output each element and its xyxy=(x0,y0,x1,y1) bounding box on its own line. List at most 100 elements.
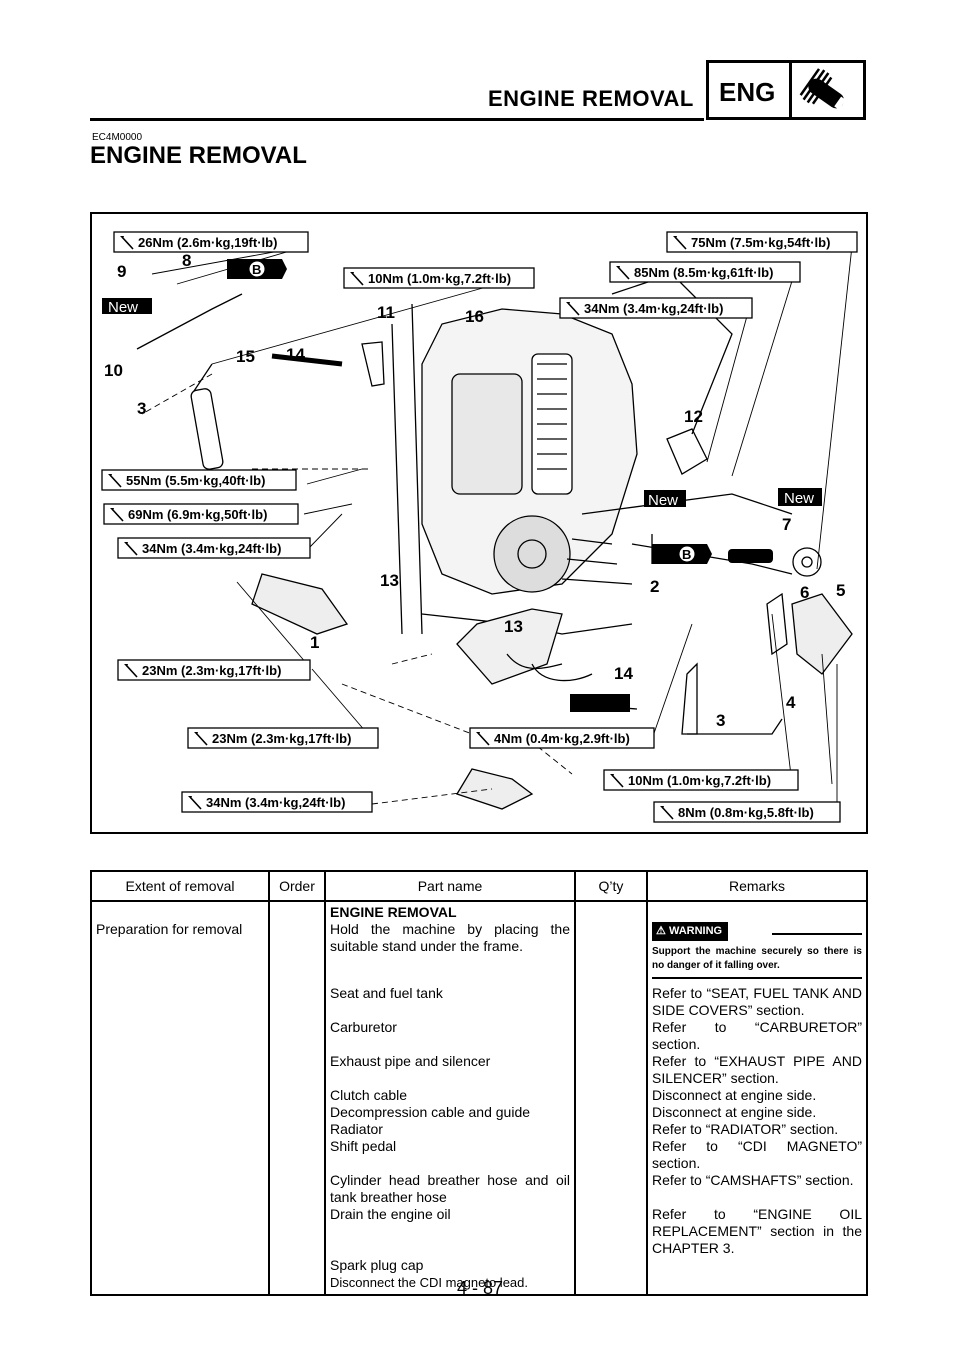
svg-text:75Nm (7.5m·kg,54ft·lb): 75Nm (7.5m·kg,54ft·lb) xyxy=(691,235,830,250)
svg-text:69Nm (6.9m·kg,50ft·lb): 69Nm (6.9m·kg,50ft·lb) xyxy=(128,507,267,522)
table-row: Shift pedal Refer to “CDI MAGNETO” sectio… xyxy=(90,1138,868,1172)
svg-text:15: 15 xyxy=(236,347,255,366)
torque-label-14: 8Nm (0.8m·kg,5.8ft·lb) xyxy=(653,801,841,823)
torque-label-9: 23Nm (2.3m·kg,17ft·lb) xyxy=(117,659,311,681)
part-cell: Drain the engine oil xyxy=(324,1206,576,1257)
svg-text:13: 13 xyxy=(380,571,399,590)
svg-text:13: 13 xyxy=(504,617,523,636)
svg-text:9: 9 xyxy=(117,262,126,281)
torque-label-5: 34Nm (3.4m·kg,24ft·lb) xyxy=(559,297,753,319)
leader-lines xyxy=(141,245,853,809)
svg-text:23Nm (2.3m·kg,17ft·lb): 23Nm (2.3m·kg,17ft·lb) xyxy=(142,663,281,678)
remarks-cell: Refer to “ENGINE OIL REPLACEMENT” sectio… xyxy=(646,1206,868,1257)
torque-label-7: 69Nm (6.9m·kg,50ft·lb) xyxy=(103,503,299,525)
document-code: EC4M0000 xyxy=(92,132,143,143)
new-tag-2: New xyxy=(644,490,686,509)
col-header-order: Order xyxy=(268,870,326,902)
section-title: ENGINE REMOVAL xyxy=(488,86,694,111)
svg-text:26Nm (2.6m·kg,19ft·lb): 26Nm (2.6m·kg,19ft·lb) xyxy=(138,235,277,250)
table-row: Clutch cable Disconnect at engine side. xyxy=(90,1087,868,1104)
svg-text:8Nm (0.8m·kg,5.8ft·lb): 8Nm (0.8m·kg,5.8ft·lb) xyxy=(678,805,814,820)
svg-text:3: 3 xyxy=(716,711,725,730)
warning-bottom-rule xyxy=(652,977,862,979)
engine-illustration xyxy=(136,273,853,810)
remarks-cell: Refer to “CARBURETOR” section. xyxy=(646,1019,868,1053)
table-row: Spark plug cap xyxy=(90,1257,868,1274)
torque-label-6: 55Nm (5.5m·kg,40ft·lb) xyxy=(101,469,297,491)
remarks-cell: Refer to “EXHAUST PIPE AND SILENCER” sec… xyxy=(646,1053,868,1087)
svg-text:34Nm (3.4m·kg,24ft·lb): 34Nm (3.4m·kg,24ft·lb) xyxy=(206,795,345,810)
svg-text:New: New xyxy=(108,299,138,316)
b-marker-2: B xyxy=(682,547,691,562)
svg-text:5: 5 xyxy=(836,581,845,600)
part-cell: Carburetor xyxy=(324,1019,576,1053)
table-row: Disconnect the CDI magneto lead. xyxy=(90,1274,868,1296)
svg-text:12: 12 xyxy=(684,407,703,426)
part-numbers: 9 8 10 3 11 16 15 14 12 7 6 5 13 2 1 13 … xyxy=(104,251,845,730)
col-header-qty: Q’ty xyxy=(574,870,648,902)
svg-text:7: 7 xyxy=(782,515,791,534)
torque-label-4: 85Nm (8.5m·kg,61ft·lb) xyxy=(609,261,801,283)
svg-text:3: 3 xyxy=(137,399,146,418)
svg-text:1: 1 xyxy=(310,633,319,652)
section-badge: ENG xyxy=(706,60,866,120)
svg-text:14: 14 xyxy=(614,664,633,683)
part-cell: Seat and fuel tank xyxy=(324,985,576,1019)
remarks-cell: Disconnect at engine side. xyxy=(646,1104,868,1121)
svg-text:6: 6 xyxy=(800,583,809,602)
table-row: Decompression cable and guide Disconnect … xyxy=(90,1104,868,1121)
engine-icon xyxy=(799,68,847,110)
table-header-row: Extent of removal Order Part name Q’ty R… xyxy=(90,870,868,902)
extent-cell: Preparation for removal xyxy=(96,921,243,937)
col-header-remarks: Remarks xyxy=(646,870,868,902)
svg-text:23Nm (2.3m·kg,17ft·lb): 23Nm (2.3m·kg,17ft·lb) xyxy=(212,731,351,746)
warning-rule xyxy=(772,933,862,935)
svg-text:34Nm (3.4m·kg,24ft·lb): 34Nm (3.4m·kg,24ft·lb) xyxy=(584,301,723,316)
part-cell: Cylinder head breather hose and oil tank… xyxy=(324,1172,576,1206)
part-cell: Shift pedal xyxy=(324,1138,576,1172)
svg-text:34Nm (3.4m·kg,24ft·lb): 34Nm (3.4m·kg,24ft·lb) xyxy=(142,541,281,556)
remarks-cell: Disconnect at engine side. xyxy=(646,1087,868,1104)
warning-badge: ⚠ WARNING xyxy=(652,922,729,941)
part-cell: Clutch cable xyxy=(324,1087,576,1104)
part-cell: Exhaust pipe and silencer xyxy=(324,1053,576,1087)
table-row: Cylinder head breather hose and oil tank… xyxy=(90,1172,868,1206)
torque-label-10: 23Nm (2.3m·kg,17ft·lb) xyxy=(187,727,379,749)
torque-label-12: 10Nm (1.0m·kg,7.2ft·lb) xyxy=(603,769,799,791)
section-badge-label: ENG xyxy=(719,77,776,107)
removal-table: Extent of removal Order Part name Q’ty R… xyxy=(90,870,868,1296)
svg-text:8: 8 xyxy=(182,251,191,270)
remarks-cell xyxy=(646,1274,868,1296)
svg-text:New: New xyxy=(648,492,678,509)
new-tag-3: New xyxy=(778,488,822,507)
svg-text:14: 14 xyxy=(286,345,305,364)
warning-icon: ⚠ xyxy=(656,925,666,937)
torque-label-2: 75Nm (7.5m·kg,54ft·lb) xyxy=(666,231,858,253)
part-cell: Decompression cable and guide xyxy=(324,1104,576,1121)
svg-text:10: 10 xyxy=(104,361,123,380)
svg-text:4Nm (0.4m·kg,2.9ft·lb): 4Nm (0.4m·kg,2.9ft·lb) xyxy=(494,731,630,746)
torque-label-13: 34Nm (3.4m·kg,24ft·lb) xyxy=(181,791,373,813)
part-cell: Hold the machine by placing the suitable… xyxy=(330,921,570,954)
part-cell: Spark plug cap xyxy=(324,1257,576,1274)
svg-text:85Nm (8.5m·kg,61ft·lb): 85Nm (8.5m·kg,61ft·lb) xyxy=(634,265,773,280)
section-heading: ENGINE REMOVAL xyxy=(330,904,457,920)
svg-text:2: 2 xyxy=(650,577,659,596)
page-number: 4 - 87 xyxy=(456,1278,504,1298)
svg-text:New: New xyxy=(784,490,814,507)
table-row: Preparation for removal ENGINE REMOVAL H… xyxy=(90,901,868,985)
table-row: Carburetor Refer to “CARBURETOR” section. xyxy=(90,1019,868,1053)
exploded-diagram: 26Nm (2.6m·kg,19ft·lb) 75Nm (7.5m·kg,54f… xyxy=(90,212,868,834)
badge-divider xyxy=(789,63,792,117)
torque-label-3: 10Nm (1.0m·kg,7.2ft·lb) xyxy=(343,267,535,289)
svg-text:10Nm (1.0m·kg,7.2ft·lb): 10Nm (1.0m·kg,7.2ft·lb) xyxy=(368,271,511,286)
warning-block: ⚠ WARNING Support the machine securely s… xyxy=(652,904,862,979)
warning-text: Support the machine securely so there is… xyxy=(652,946,862,971)
svg-text:55Nm (5.5m·kg,40ft·lb): 55Nm (5.5m·kg,40ft·lb) xyxy=(126,473,265,488)
table-row: Exhaust pipe and silencer Refer to “EXHAU… xyxy=(90,1053,868,1087)
remarks-cell xyxy=(646,1257,868,1274)
remarks-cell: Refer to “CDI MAGNETO” section. xyxy=(646,1138,868,1172)
table-row: Drain the engine oil Refer to “ENGINE OIL… xyxy=(90,1206,868,1257)
